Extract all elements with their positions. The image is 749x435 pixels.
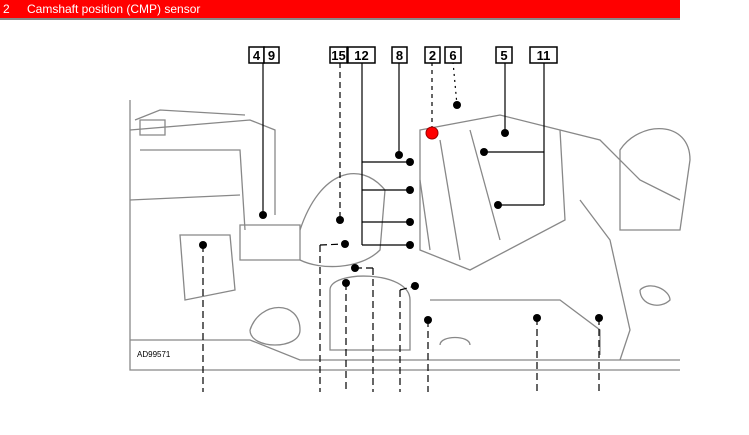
pointer-dots	[199, 101, 603, 324]
title-text: Camshaft position (CMP) sensor	[27, 2, 201, 16]
callout-6: 6	[449, 48, 456, 63]
callout-12: 12	[354, 48, 368, 63]
callout-8: 8	[396, 48, 403, 63]
callout-9: 9	[268, 48, 275, 63]
callout-11: 11	[537, 48, 551, 63]
cmp-sensor-highlight-dot	[425, 126, 439, 140]
leader-lines	[202, 61, 600, 392]
engine-sketch	[129, 100, 691, 371]
callout-15: 15	[331, 48, 345, 63]
callout-5: 5	[500, 48, 507, 63]
figure-code: AD99571	[137, 350, 171, 359]
title-number: 2	[3, 2, 10, 16]
title-divider	[0, 18, 680, 20]
callout-4: 4	[253, 48, 261, 63]
callout-2: 2	[429, 48, 436, 63]
title-bar: 2 Camshaft position (CMP) sensor	[0, 0, 680, 18]
